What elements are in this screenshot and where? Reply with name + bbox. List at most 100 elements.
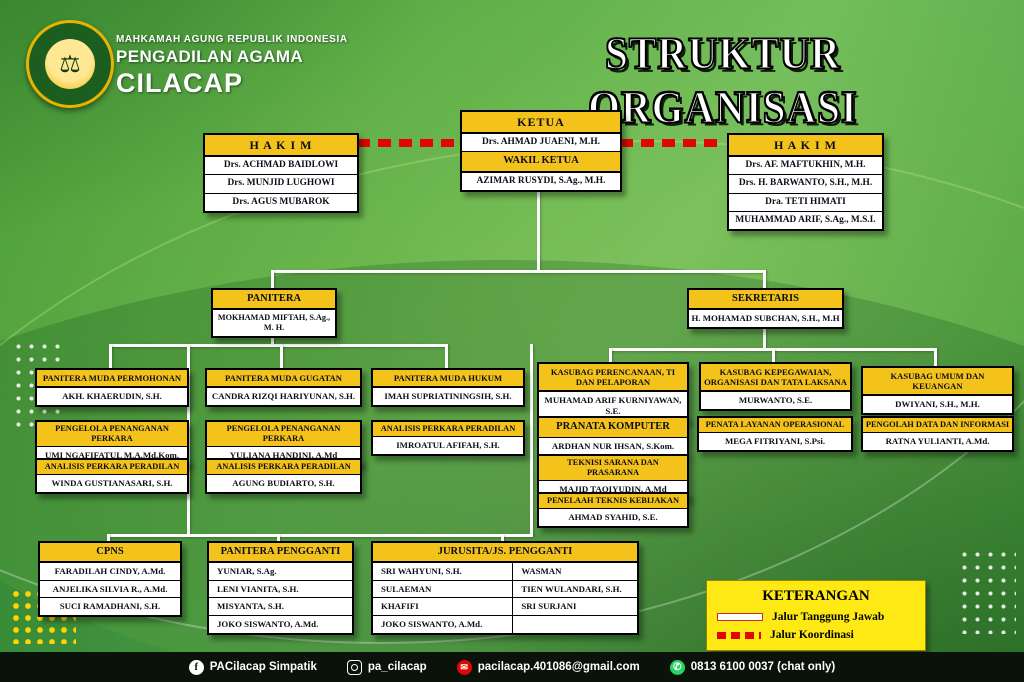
panmud-hukum-box: PANITERA MUDA HUKUM IMAH SUPRIATININGSIH… bbox=[371, 368, 525, 407]
staff-name: AGUNG BUDIARTO, S.H. bbox=[207, 475, 360, 492]
staff-role: ANALISIS PERKARA PERADILAN bbox=[37, 460, 187, 476]
facebook-handle: PACilacap Simpatik bbox=[209, 661, 317, 673]
connector-line bbox=[110, 344, 447, 347]
hakim-member: Drs. AGUS MUBAROK bbox=[205, 193, 357, 211]
connector-line bbox=[772, 348, 775, 364]
staff-role: PENELAAH TEKNIS KEBIJAKAN bbox=[539, 494, 687, 510]
panmud-gugatan-box: PANITERA MUDA GUGATAN CANDRA RIZQI HARIY… bbox=[205, 368, 362, 407]
contact-bar: f PACilacap Simpatik pa_cilacap ✉ pacila… bbox=[0, 652, 1024, 682]
whatsapp-icon: ✆ bbox=[669, 659, 685, 675]
cpns-member: ANJELIKA SILVIA R., A.Md. bbox=[40, 580, 180, 599]
whatsapp-number: 0813 6100 0037 (chat only) bbox=[690, 661, 836, 673]
staff-role: PRANATA KOMPUTER bbox=[539, 418, 687, 438]
kasubag-kepegawaian-box: KASUBAG KEPEGAWAIAN, ORGANISASI DAN TATA… bbox=[699, 362, 852, 411]
brand-line2: PENGADILAN AGAMA bbox=[116, 47, 304, 66]
court-logo: ⚖ bbox=[26, 20, 114, 108]
wakil-ketua-name: AZIMAR RUSYDI, S.Ag., M.H. bbox=[462, 172, 620, 191]
connector-line bbox=[763, 324, 766, 348]
panmud-gugatan-title: PANITERA MUDA GUGATAN bbox=[207, 370, 360, 389]
staff-role: TEKNISI SARANA DAN PRASARANA bbox=[539, 456, 687, 482]
jurusita-member: SRI SURJANI bbox=[513, 598, 637, 617]
hakim-left-box: H A K I M Drs. ACHMAD BAIDLOWI Drs. MUNJ… bbox=[203, 133, 359, 213]
ketua-box: KETUA Drs. AHMAD JUAENI, M.H. WAKIL KETU… bbox=[460, 110, 622, 193]
staff-name: MEGA FITRIYANI, S.Psi. bbox=[699, 433, 851, 450]
staff-box: PENELAAH TEKNIS KEBIJAKAN AHMAD SYAHID, … bbox=[537, 492, 689, 528]
connector-line bbox=[609, 348, 612, 364]
jurusita-col1: SRI WAHYUNI, S.H. SULAEMAN KHAFIFI JOKO … bbox=[373, 563, 514, 633]
facebook-icon: f bbox=[188, 659, 204, 675]
staff-role: ANALISIS PERKARA PERADILAN bbox=[373, 422, 523, 438]
panmud-permohonan-name: AKH. KHAERUDIN, S.H. bbox=[37, 388, 187, 405]
staff-box: PRANATA KOMPUTER ARDHAN NUR IHSAN, S.Kom… bbox=[537, 416, 689, 457]
legend-title: KETERANGAN bbox=[762, 588, 870, 604]
ketua-title: KETUA bbox=[462, 112, 620, 135]
hakim-member: Drs. MUNJID LUGHOWI bbox=[205, 175, 357, 194]
kasubag-kepegawaian-name: MURWANTO, S.E. bbox=[701, 392, 850, 409]
panmud-hukum-name: IMAH SUPRIATININGSIH, S.H. bbox=[373, 388, 523, 405]
kasubag-perencanaan-box: KASUBAG PERENCANAAN, TI DAN PELAPORAN MU… bbox=[537, 362, 689, 422]
sekretaris-box: SEKRETARIS H. MOHAMAD SUBCHAN, S.H., M.H bbox=[687, 288, 844, 329]
hakim-right-title: H A K I M bbox=[729, 135, 882, 158]
staff-name: IMROATUL AFIFAH, S.H. bbox=[373, 437, 523, 454]
panitera-pengganti-box: PANITERA PENGGANTI YUNIAR, S.Ag. LENI VI… bbox=[207, 541, 354, 635]
facebook-contact: f PACilacap Simpatik bbox=[188, 659, 317, 675]
legend-item-responsibility: Jalur Tanggung Jawab bbox=[717, 611, 915, 623]
connector-line bbox=[280, 344, 283, 368]
email-address: pacilacap.401086@gmail.com bbox=[477, 661, 640, 673]
hakim-member: MUHAMMAD ARIF, S.Ag., M.S.I. bbox=[729, 212, 882, 230]
dashed-line-sample bbox=[717, 631, 761, 639]
jurusita-member: SRI WAHYUNI, S.H. bbox=[373, 563, 513, 581]
staff-role: PENGELOLA PENANGANAN PERKARA bbox=[37, 422, 187, 448]
kasubag-umum-title: KASUBAG UMUM DAN KEUANGAN bbox=[863, 368, 1012, 397]
legend-label: Jalur Koordinasi bbox=[770, 629, 854, 641]
jurusita-member: TIEN WULANDARI, S.H. bbox=[513, 580, 637, 599]
connector-line bbox=[277, 534, 280, 543]
connector-line bbox=[537, 182, 540, 270]
hakim-left-title: H A K I M bbox=[205, 135, 357, 158]
staff-box: ANALISIS PERKARA PERADILAN AGUNG BUDIART… bbox=[205, 458, 362, 494]
kasubag-umum-box: KASUBAG UMUM DAN KEUANGAN DWIYANI, S.H.,… bbox=[861, 366, 1014, 415]
connector-line bbox=[530, 344, 533, 536]
hakim-member: Dra. TETI HIMATI bbox=[729, 193, 882, 212]
brand-block: MAHKAMAH AGUNG REPUBLIK INDONESIA PENGAD… bbox=[116, 34, 348, 99]
jurusita-member: KHAFIFI bbox=[373, 598, 513, 617]
connector-line bbox=[501, 534, 504, 543]
jurusita-member: WASMAN bbox=[513, 563, 637, 581]
instagram-contact: pa_cilacap bbox=[346, 659, 427, 675]
staff-role: PENGOLAH DATA DAN INFORMASI bbox=[863, 418, 1012, 434]
connector-line bbox=[109, 344, 112, 368]
pengganti-member: YUNIAR, S.Ag. bbox=[209, 563, 352, 581]
sekretaris-title: SEKRETARIS bbox=[689, 290, 842, 311]
panitera-title: PANITERA bbox=[213, 290, 335, 311]
staff-box: ANALISIS PERKARA PERADILAN WINDA GUSTIAN… bbox=[35, 458, 189, 494]
coordination-dash-right bbox=[620, 139, 725, 147]
kasubag-perencanaan-name: MUHAMAD ARIF KURNIYAWAN, S.E. bbox=[539, 392, 687, 420]
hakim-member: Drs. AF. MAFTUKHIN, M.H. bbox=[729, 157, 882, 176]
staff-name: RATNA YULIANTI, A.Md. bbox=[863, 433, 1012, 450]
jurusita-member: JOKO SISWANTO, A.Md. bbox=[373, 616, 513, 633]
staff-box: PENGOLAH DATA DAN INFORMASI RATNA YULIAN… bbox=[861, 416, 1014, 452]
panmud-gugatan-name: CANDRA RIZQI HARIYUNAN, S.H. bbox=[207, 388, 360, 405]
instagram-handle: pa_cilacap bbox=[367, 661, 427, 673]
connector-line bbox=[934, 348, 937, 368]
cpns-title: CPNS bbox=[40, 543, 180, 564]
staff-name: ARDHAN NUR IHSAN, S.Kom. bbox=[539, 437, 687, 455]
staff-name: AHMAD SYAHID, S.E. bbox=[539, 509, 687, 526]
legend-label: Jalur Tanggung Jawab bbox=[772, 611, 885, 623]
staff-role: PENGELOLA PENANGANAN PERKARA bbox=[207, 422, 360, 448]
kasubag-kepegawaian-title: KASUBAG KEPEGAWAIAN, ORGANISASI DAN TATA… bbox=[701, 364, 850, 393]
jurusita-columns: SRI WAHYUNI, S.H. SULAEMAN KHAFIFI JOKO … bbox=[373, 563, 637, 633]
cpns-box: CPNS FARADILAH CINDY, A.Md. ANJELIKA SIL… bbox=[38, 541, 182, 618]
kasubag-umum-name: DWIYANI, S.H., M.H. bbox=[863, 396, 1012, 413]
hakim-member: Drs. H. BARWANTO, S.H., M.H. bbox=[729, 175, 882, 194]
email-icon: ✉ bbox=[456, 659, 472, 675]
instagram-icon bbox=[346, 659, 362, 675]
sekretaris-name: H. MOHAMAD SUBCHAN, S.H., M.H bbox=[689, 310, 842, 327]
hakim-member: Drs. ACHMAD BAIDLOWI bbox=[205, 157, 357, 176]
staff-box: PENATA LAYANAN OPERASIONAL MEGA FITRIYAN… bbox=[697, 416, 853, 452]
jurusita-empty-cell bbox=[513, 616, 637, 623]
poster-title: STRUKTUR ORGANISASI bbox=[587, 26, 858, 133]
panmud-hukum-title: PANITERA MUDA HUKUM bbox=[373, 370, 523, 389]
connector-line bbox=[271, 270, 274, 288]
